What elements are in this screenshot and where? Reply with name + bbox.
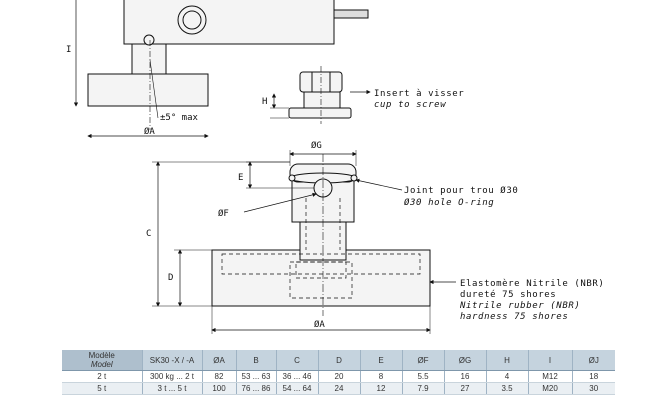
- cell-F: 7.9: [401, 382, 444, 395]
- insert-collar: [303, 91, 341, 109]
- header-range: SK30 -X / -A: [141, 350, 202, 371]
- cell-H: 4: [485, 370, 528, 383]
- oring-fr-label: Joint pour trou Ø30: [404, 185, 518, 196]
- cell-G: 27: [443, 382, 486, 395]
- cell-E: 12: [359, 382, 402, 395]
- elast-en-2: hardness 75 shores: [460, 312, 568, 322]
- insert-en-label: cup to screw: [374, 100, 446, 110]
- tilt-label: ±5° max: [160, 113, 199, 123]
- spec-table: Modèle Model SK30 -X / -A ØA B C D E ØF …: [62, 350, 615, 395]
- header-C: C: [275, 350, 318, 371]
- insert-view: [288, 71, 352, 119]
- insert-flange: [288, 107, 352, 119]
- cell-I: M12: [527, 370, 572, 383]
- cell-H: 3.5: [485, 382, 528, 395]
- header-A: ØA: [201, 350, 236, 371]
- cell-C: 54 ... 64: [275, 382, 318, 395]
- cell-C: 36 ... 46: [275, 370, 318, 383]
- cell-B: 53 ... 63: [235, 370, 276, 383]
- header-G: ØG: [443, 350, 486, 371]
- header-model-fr: Modèle: [88, 351, 115, 360]
- cell-G: 16: [443, 370, 486, 383]
- header-D: D: [317, 350, 360, 371]
- insert-fr-label: Insert à visser: [374, 89, 464, 99]
- elast-fr-1: Elastomère Nitrile (NBR): [460, 278, 604, 289]
- table-row: 2 t 300 kg ... 2 t 82 53 ... 63 36 ... 4…: [62, 370, 615, 383]
- cell-I: M20: [527, 382, 572, 395]
- header-I: I: [527, 350, 572, 371]
- cell-F: 5.5: [401, 370, 444, 383]
- cell-E: 8: [359, 370, 402, 383]
- cell-A: 82: [201, 370, 236, 383]
- oring-en-label: Ø30 hole O-ring: [404, 197, 494, 208]
- top-base-plate: [87, 73, 209, 107]
- cell-model: 2 t: [62, 370, 142, 383]
- cable-gland: [333, 9, 369, 19]
- H-label: H: [262, 97, 267, 107]
- header-J: ØJ: [571, 350, 615, 371]
- top-height-label: I: [66, 45, 71, 55]
- top-oA-label: ØA: [144, 126, 155, 137]
- table-row: 5 t 3 t ... 5 t 100 76 ... 86 54 ... 64 …: [62, 382, 615, 395]
- cell-D: 20: [317, 370, 360, 383]
- header-B: B: [235, 350, 276, 371]
- A-label: ØA: [314, 319, 325, 330]
- D-label: D: [168, 273, 173, 283]
- cell-range: 300 kg ... 2 t: [141, 370, 202, 383]
- load-cell-body: [123, 0, 335, 45]
- header-model: Modèle Model: [62, 350, 142, 371]
- cable-bore-inner: [182, 10, 202, 30]
- F-label: ØF: [218, 208, 229, 219]
- cell-J: 18: [571, 370, 615, 383]
- technical-drawing: ±5° max ØA I Insert à visser cup to scre…: [66, 0, 604, 334]
- cell-A: 100: [201, 382, 236, 395]
- top-view: [87, 0, 369, 107]
- cell-D: 24: [317, 382, 360, 395]
- cell-J: 30: [571, 382, 615, 395]
- G-label: ØG: [311, 140, 322, 151]
- elast-fr-2: dureté 75 shores: [460, 289, 556, 300]
- elast-en-1: Nitrile rubber (NBR): [459, 301, 580, 311]
- cell-range: 3 t ... 5 t: [141, 382, 202, 395]
- header-E: E: [359, 350, 402, 371]
- ring-end-left: [288, 174, 296, 182]
- header-model-en: Model: [90, 360, 113, 369]
- table-header-row: Modèle Model SK30 -X / -A ØA B C D E ØF …: [62, 350, 615, 371]
- fixing-screw: [143, 34, 155, 46]
- main-view: [211, 163, 431, 307]
- C-label: C: [146, 229, 151, 239]
- E-label: E: [238, 173, 243, 183]
- stud: [131, 43, 167, 75]
- header-F: ØF: [401, 350, 444, 371]
- cell-B: 76 ... 86: [235, 382, 276, 395]
- header-H: H: [485, 350, 528, 371]
- cell-model: 5 t: [62, 382, 142, 395]
